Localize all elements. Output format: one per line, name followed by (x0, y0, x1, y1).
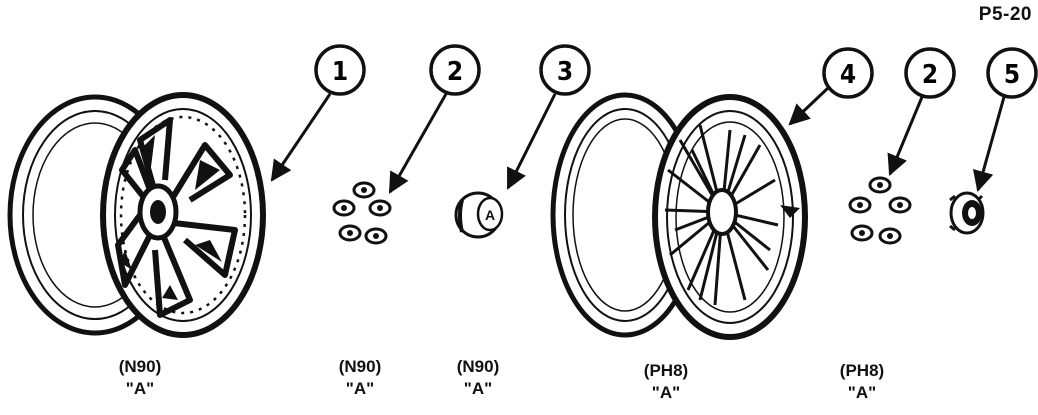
caption-wire-wheel: (PH8) "A" (606, 360, 726, 404)
caption-center-cap: (N90) "A" (418, 356, 538, 400)
caption-label: "A" (463, 379, 493, 398)
callout-2b: 2 (887, 47, 956, 176)
lug-nuts-set-1 (332, 181, 392, 245)
callout-2a: 2 (388, 44, 481, 194)
snowflake-wheel (7, 92, 266, 338)
caption-lug-nuts-2: (PH8) "A" (802, 360, 922, 404)
callout-number: 2 (447, 57, 463, 87)
callout-4: 4 (788, 47, 874, 126)
caption-lug-nuts-1: (N90) "A" (300, 356, 420, 400)
caption-code: (PH8) (643, 361, 689, 380)
center-cap: A (454, 191, 504, 239)
spinner-hub (949, 191, 985, 235)
caption-snowflake-wheel: (N90) "A" (80, 356, 200, 400)
callout-number: 5 (1004, 60, 1020, 90)
callout-number: 2 (922, 60, 938, 90)
callout-3: 3 (506, 44, 591, 190)
center-cap-mark: A (485, 207, 495, 223)
callout-number: 3 (557, 57, 573, 87)
caption-code: (N90) (456, 357, 500, 376)
caption-label: "A" (847, 383, 877, 402)
callout-number: 1 (332, 57, 348, 87)
callout-number: 4 (840, 60, 856, 90)
callout-1: 1 (270, 44, 366, 182)
caption-label: "A" (345, 379, 375, 398)
caption-code: (PH8) (839, 361, 885, 380)
caption-label: "A" (125, 379, 155, 398)
caption-code: (N90) (338, 357, 382, 376)
caption-code: (N90) (118, 357, 162, 376)
caption-label: "A" (651, 383, 681, 402)
callout-5: 5 (972, 47, 1038, 193)
wire-wheel-cover (550, 92, 808, 340)
lug-nuts-set-2 (848, 176, 912, 245)
figure-id: P5-20 (978, 4, 1032, 25)
